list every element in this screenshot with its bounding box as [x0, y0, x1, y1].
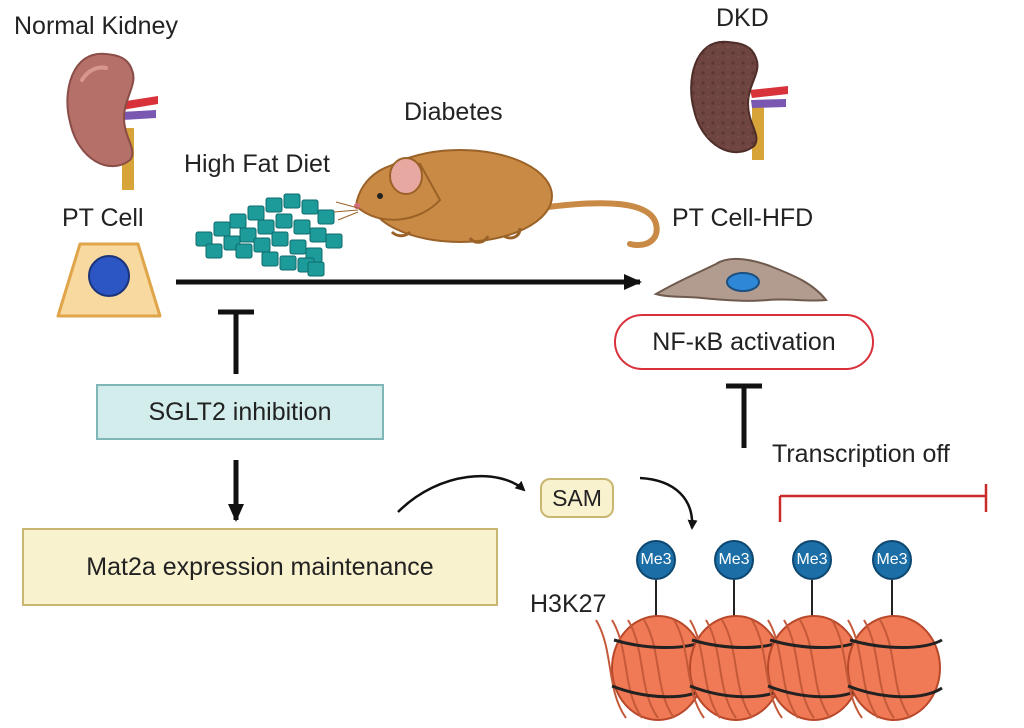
- nfkb-activation-label: NF-κB activation: [652, 327, 836, 356]
- dkd-kidney-icon: [690, 40, 788, 160]
- sglt2-inhibition-label: SGLT2 inhibition: [148, 397, 332, 426]
- sglt2-inhibition-box: SGLT2 inhibition: [96, 384, 384, 440]
- diabetes-label: Diabetes: [404, 98, 503, 126]
- sam-label: SAM: [552, 484, 602, 511]
- nfkb-activation-box: NF-κB activation: [614, 314, 874, 370]
- me3-mark: Me3: [636, 540, 676, 580]
- nfkb-inhibit-line: [726, 383, 762, 448]
- h3k27-label: H3K27: [530, 590, 607, 618]
- sam-to-me3-arrow: [639, 476, 698, 530]
- mat2a-label: Mat2a expression maintenance: [86, 552, 434, 581]
- mouse-icon: [333, 149, 660, 248]
- me3-mark: Me3: [872, 540, 912, 580]
- nucleosome-array: [595, 615, 943, 721]
- sglt2-inhibit-line: [218, 309, 254, 374]
- fat-cubes-icon: [195, 193, 343, 277]
- transcription-off-label: Transcription off: [772, 440, 950, 468]
- me3-mark: Me3: [792, 540, 832, 580]
- normal-kidney-icon: [66, 52, 158, 190]
- dkd-label: DKD: [716, 4, 769, 32]
- me3-stems: [655, 580, 893, 618]
- pt-cell-label: PT Cell: [62, 204, 144, 232]
- pt-cell-hfd-label: PT Cell-HFD: [672, 204, 814, 232]
- me3-mark: Me3: [714, 540, 754, 580]
- pt-cell-icon: [56, 242, 162, 318]
- pt-cell-hfd-icon: [653, 258, 828, 302]
- mat2a-box: Mat2a expression maintenance: [22, 528, 498, 606]
- transcription-off-bracket: [778, 484, 988, 522]
- sam-box: SAM: [540, 478, 614, 518]
- normal-kidney-label: Normal Kidney: [14, 12, 178, 40]
- high-fat-diet-label: High Fat Diet: [184, 150, 330, 178]
- mat2a-to-sam-arrow: [397, 474, 526, 513]
